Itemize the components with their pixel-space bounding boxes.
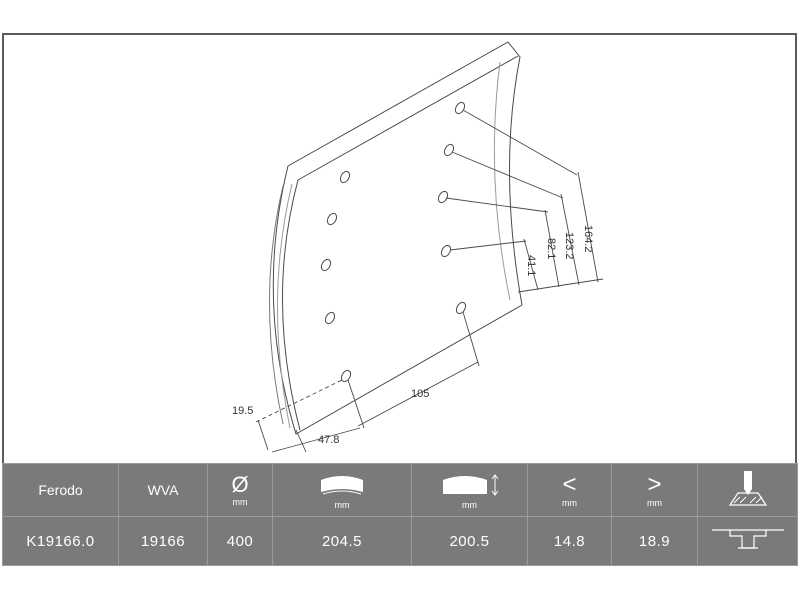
leader-line bbox=[445, 197, 549, 213]
width-unit: mm bbox=[334, 500, 350, 510]
drawing-frame bbox=[2, 33, 797, 465]
table-header-row: Ferodo WVA Ø mm mm mm < mm > m bbox=[2, 463, 798, 517]
value-length: 200.5 bbox=[411, 516, 528, 566]
less-than-icon: < bbox=[562, 470, 577, 498]
rivet-hole bbox=[320, 258, 332, 272]
value-wva: 19166 bbox=[118, 516, 208, 566]
lining-inner-edge bbox=[282, 179, 301, 431]
ext-line-105b bbox=[347, 379, 365, 429]
diameter-unit: mm bbox=[232, 496, 248, 507]
dimension-line-105 bbox=[357, 361, 479, 427]
header-diameter: Ø mm bbox=[207, 463, 273, 517]
header-rivet bbox=[697, 463, 798, 517]
value-diameter: 400 bbox=[207, 516, 273, 566]
header-thick-min: < mm bbox=[527, 463, 612, 517]
thick-min-unit: mm bbox=[562, 497, 577, 508]
dim-82-1: 82.1 bbox=[545, 238, 557, 259]
lining-chamfer bbox=[269, 185, 284, 425]
rivet-hole bbox=[340, 369, 352, 383]
rivet-profile-icon bbox=[711, 529, 784, 549]
rivet-hole bbox=[455, 301, 467, 315]
value-part-number: K19166.0 bbox=[2, 516, 119, 566]
lining-back-curve bbox=[493, 61, 511, 301]
leader-line bbox=[462, 109, 578, 176]
value-thick-min: 14.8 bbox=[527, 516, 612, 566]
header-width: mm bbox=[272, 463, 412, 517]
dimension-line-123 bbox=[560, 193, 580, 286]
diameter-icon: Ø bbox=[231, 471, 249, 497]
rivet-hole bbox=[326, 212, 338, 226]
leader-line bbox=[451, 151, 564, 199]
dimension-line-82 bbox=[544, 209, 560, 288]
arc-height-icon bbox=[442, 474, 498, 496]
rivet-hole bbox=[339, 170, 351, 184]
dim-47-8: 47.8 bbox=[318, 434, 339, 446]
dim-19-5: 19.5 bbox=[232, 405, 253, 417]
header-thick-max: > mm bbox=[611, 463, 698, 517]
rivet-hole bbox=[440, 244, 452, 258]
value-width: 204.5 bbox=[272, 516, 412, 566]
rivet-hole bbox=[454, 101, 466, 115]
leader-line bbox=[449, 240, 527, 251]
header-wva: WVA bbox=[118, 463, 208, 517]
thick-max-unit: mm bbox=[647, 497, 662, 508]
greater-than-icon: > bbox=[647, 470, 662, 498]
rivet-hole bbox=[324, 311, 336, 325]
spec-table: Ferodo WVA Ø mm mm mm < mm > m bbox=[2, 463, 798, 566]
dimension-line-19 bbox=[257, 419, 269, 451]
dimension-line-47b bbox=[271, 427, 361, 453]
rivet-hole bbox=[443, 143, 455, 157]
length-unit: mm bbox=[462, 500, 477, 510]
dim-105: 105 bbox=[411, 388, 429, 400]
dimension-line-47 bbox=[295, 429, 307, 453]
rivet-hole bbox=[437, 190, 449, 204]
value-thick-max: 18.9 bbox=[611, 516, 698, 566]
lining-outline bbox=[272, 41, 523, 435]
dimension-line-164 bbox=[577, 171, 599, 283]
rivet-drill-icon bbox=[728, 470, 767, 506]
dashed-line-19 bbox=[255, 379, 343, 423]
header-length: mm bbox=[411, 463, 528, 517]
dim-123-2: 123.2 bbox=[563, 232, 575, 260]
lining-chamfer-inner bbox=[277, 183, 293, 429]
dim-164-2: 164.2 bbox=[582, 225, 594, 253]
header-brand: Ferodo bbox=[2, 463, 119, 517]
value-rivet-profile bbox=[697, 516, 798, 566]
lining-top-edge bbox=[297, 55, 519, 181]
dimension-line-41 bbox=[523, 238, 539, 291]
table-value-row: K19166.0 19166 400 204.5 200.5 14.8 18.9 bbox=[2, 516, 798, 566]
ext-line-105a bbox=[462, 311, 480, 367]
arc-width-icon bbox=[321, 476, 363, 495]
baseline-line bbox=[517, 278, 604, 293]
dim-41-1: 41.1 bbox=[525, 255, 537, 276]
